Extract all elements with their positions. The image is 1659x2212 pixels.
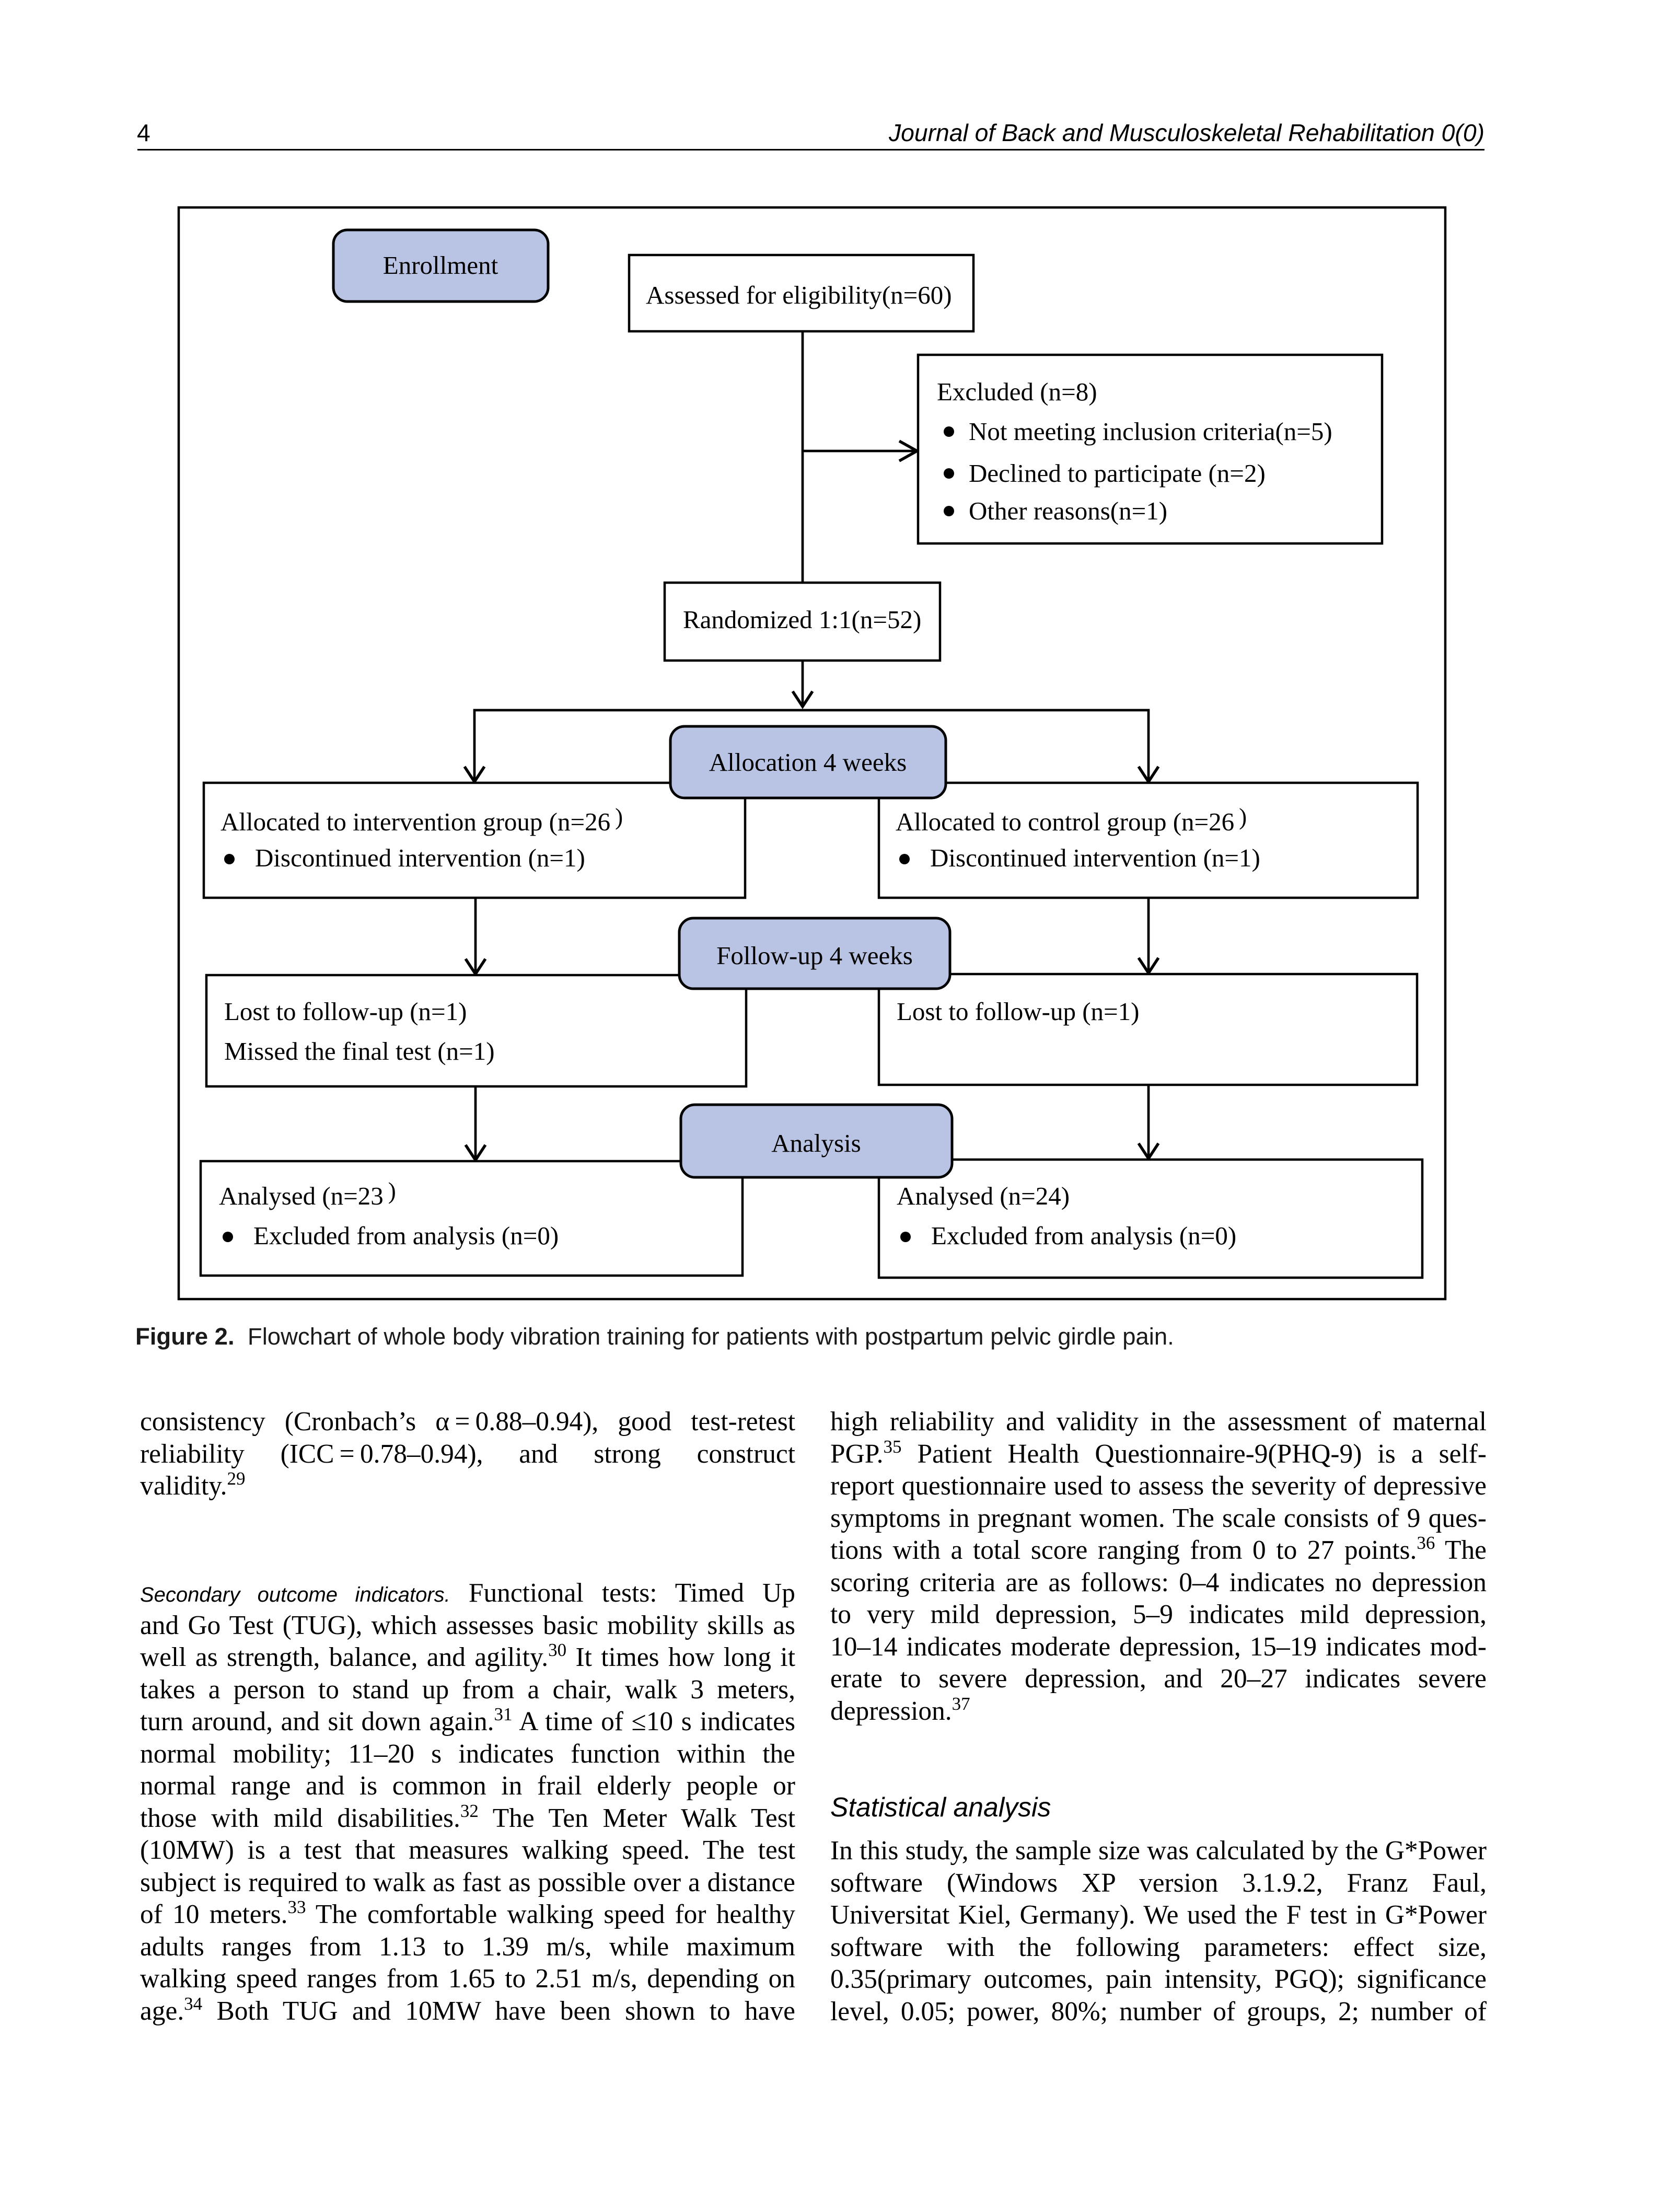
svg-text:Allocated to intervention grou: Allocated to intervention group (n=26) [221, 804, 623, 836]
svg-text:Assessed for eligibility(n=60): Assessed for eligibility(n=60) [646, 281, 952, 309]
svg-text:Excluded from analysis (n=0): Excluded from analysis (n=0) [253, 1221, 559, 1250]
svg-text:Lost to follow-up (n=1): Lost to follow-up (n=1) [897, 997, 1140, 1026]
svg-text:Declined to participate (n=2): Declined to participate (n=2) [969, 459, 1266, 488]
svg-text:Not meeting inclusion criteria: Not meeting inclusion criteria(n=5) [969, 417, 1332, 446]
svg-text:Other reasons(n=1): Other reasons(n=1) [969, 496, 1167, 525]
svg-text:Allocated to control group (n=: Allocated to control group (n=26) [896, 804, 1247, 836]
svg-text:Randomized 1:1(n=52): Randomized 1:1(n=52) [683, 605, 921, 634]
svg-text:Lost to follow-up (n=1): Lost to follow-up (n=1) [224, 997, 467, 1026]
svg-text:Analysed (n=23): Analysed (n=23) [219, 1178, 396, 1210]
svg-text:Follow-up 4 weeks: Follow-up 4 weeks [716, 941, 913, 970]
svg-text:Enrollment: Enrollment [383, 251, 498, 280]
svg-text:Analysis: Analysis [771, 1129, 861, 1157]
svg-text:Analysed (n=24): Analysed (n=24) [897, 1182, 1070, 1210]
svg-text:Missed the final test (n=1): Missed the final test (n=1) [224, 1037, 495, 1066]
svg-text:Excluded from analysis (n=0): Excluded from analysis (n=0) [931, 1221, 1236, 1250]
svg-text:Allocation 4 weeks: Allocation 4 weeks [709, 748, 907, 777]
svg-text:Excluded (n=8): Excluded (n=8) [937, 377, 1097, 406]
svg-text:Discontinued intervention (n=1: Discontinued intervention (n=1) [930, 843, 1260, 872]
svg-text:Discontinued intervention (n=1: Discontinued intervention (n=1) [255, 843, 585, 872]
